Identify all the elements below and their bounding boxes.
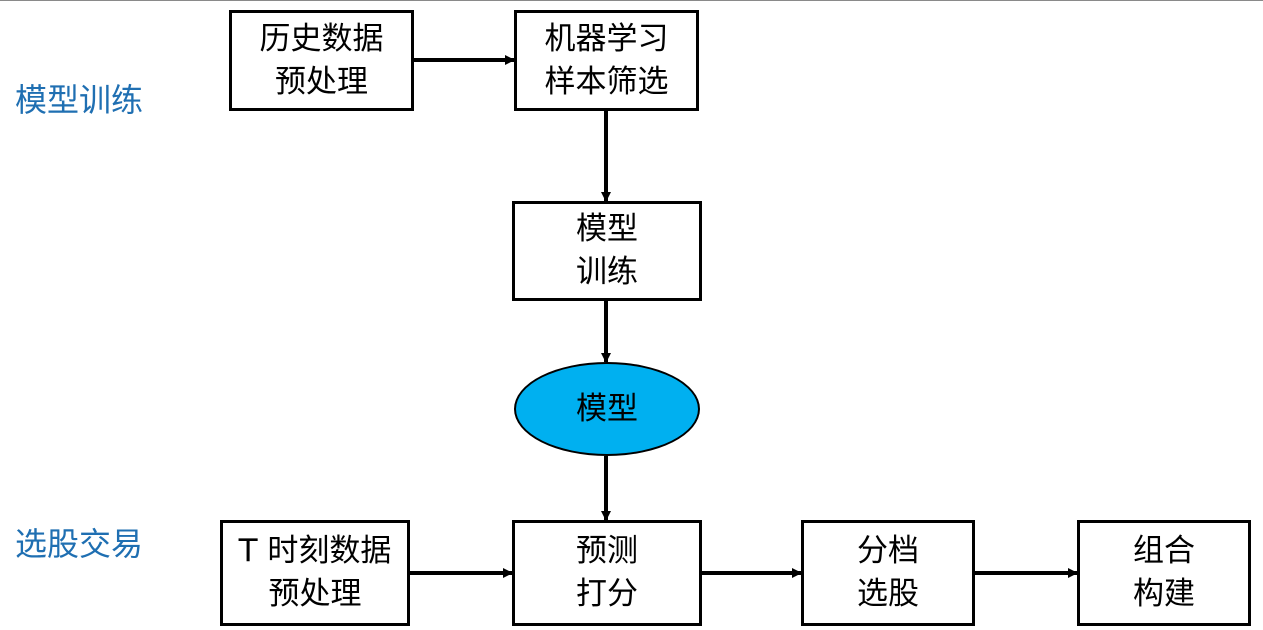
node-t-preprocess-line2: 预处理	[268, 576, 362, 612]
node-portfolio-build-line1: 组合	[1133, 533, 1195, 570]
node-portfolio-build: 组合 构建	[1077, 520, 1251, 626]
section-label-training: 模型训练	[15, 81, 144, 119]
node-tier-select-line2: 选股	[857, 576, 919, 612]
node-predict-score: 预测 打分	[512, 520, 702, 626]
node-predict-score-line2: 打分	[576, 576, 638, 612]
node-history-preprocess: 历史数据 预处理	[229, 10, 414, 111]
node-ml-sample-filter-line1: 机器学习	[544, 20, 669, 57]
node-model-label: 模型	[576, 390, 638, 427]
node-t-preprocess-line1: T 时刻数据	[238, 533, 392, 570]
node-model-training: 模型 训练	[512, 201, 702, 301]
node-portfolio-build-line2: 构建	[1133, 576, 1195, 612]
node-predict-score-line1: 预测	[576, 533, 638, 570]
node-model: 模型	[514, 362, 700, 456]
node-history-preprocess-line2: 预处理	[275, 63, 368, 100]
node-ml-sample-filter-line2: 样本筛选	[544, 63, 669, 100]
top-border-line	[0, 0, 1263, 1]
node-model-training-line2: 训练	[576, 254, 638, 290]
section-label-trading: 选股交易	[15, 525, 144, 563]
node-tier-select: 分档 选股	[801, 520, 975, 626]
node-history-preprocess-line1: 历史数据	[259, 20, 384, 57]
node-t-preprocess: T 时刻数据 预处理	[220, 520, 410, 626]
node-model-training-line1: 模型	[576, 211, 638, 248]
node-ml-sample-filter: 机器学习 样本筛选	[514, 10, 699, 111]
node-tier-select-line1: 分档	[857, 533, 919, 570]
